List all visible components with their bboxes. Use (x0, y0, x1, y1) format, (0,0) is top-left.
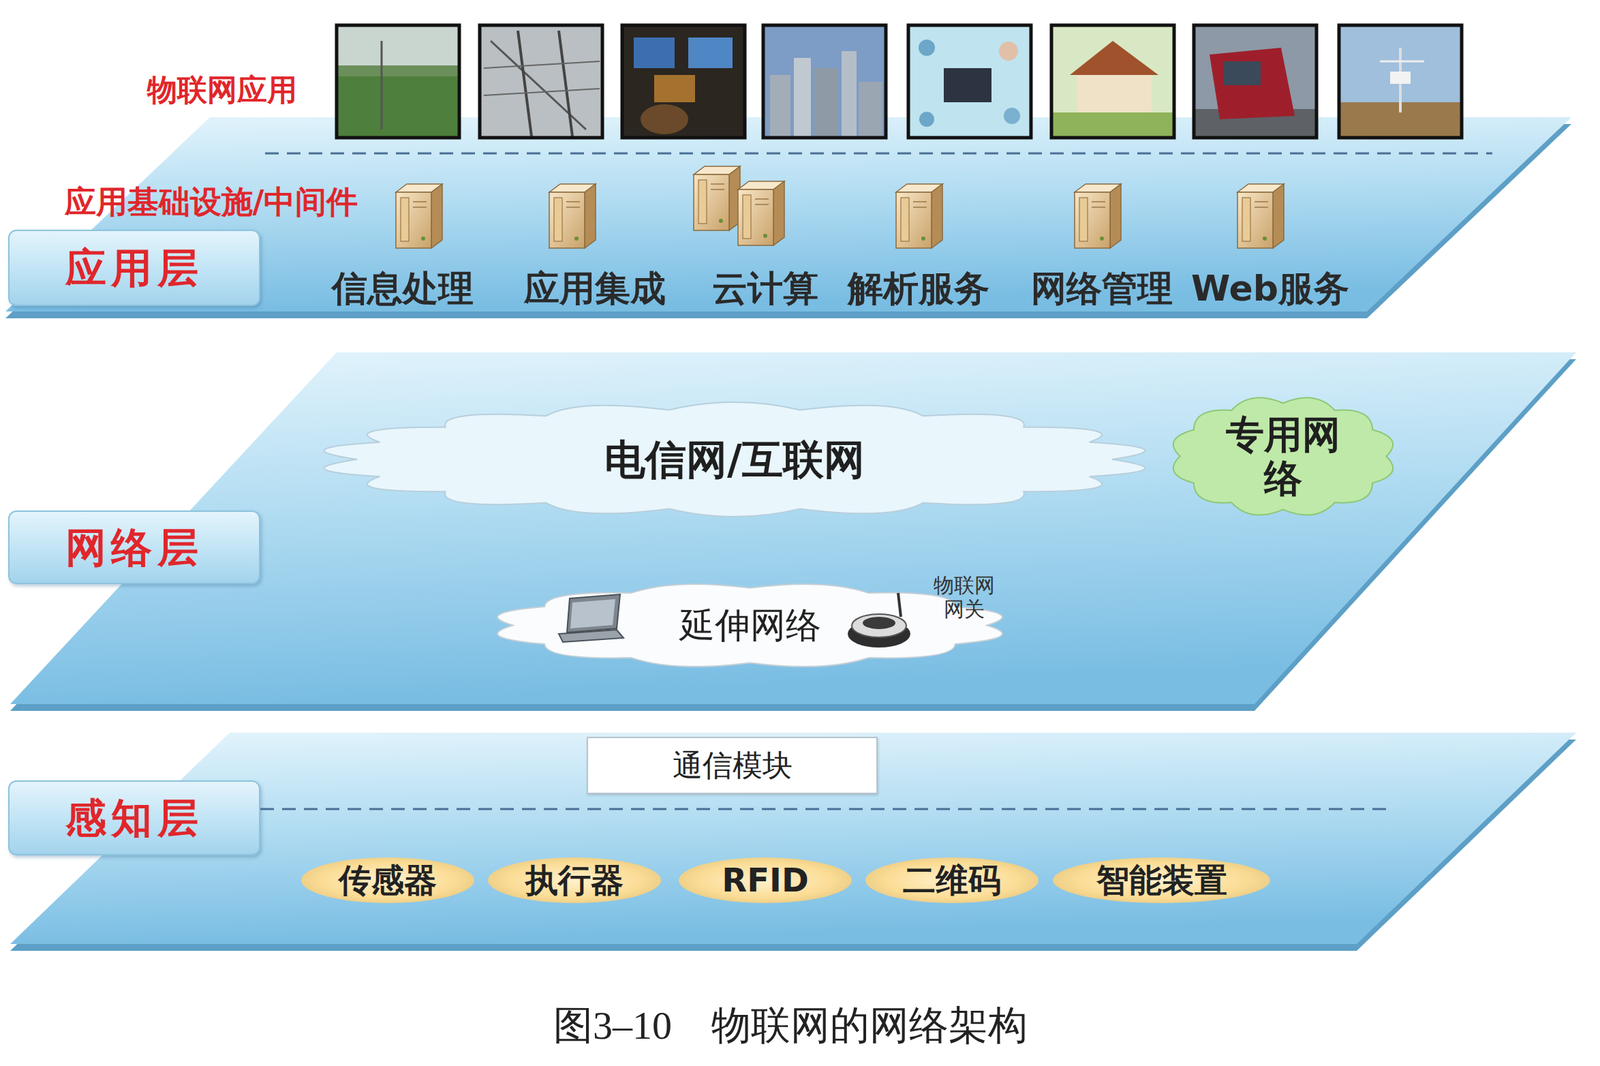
device-pill: 传感器 (301, 857, 475, 903)
service-label: 网络管理 (1031, 268, 1173, 310)
device-pill: 执行器 (487, 857, 661, 903)
server-icon (1074, 183, 1121, 249)
device-pill: 二维码 (865, 857, 1039, 903)
server-icon (896, 183, 943, 249)
photo-control-room (622, 25, 745, 138)
node-text: 智能装置 (1096, 861, 1228, 899)
photo-power-grid (479, 25, 603, 138)
dashed-divider (260, 808, 1391, 811)
photo-weather-station (1339, 25, 1462, 138)
gateway-label: 物联网 网关 (930, 573, 999, 621)
layer-label-box: 感知层 (8, 780, 261, 856)
application-plane (5, 117, 1572, 312)
service-label: 应用集成 (524, 268, 666, 310)
node-text: 专用网络 (1220, 412, 1347, 501)
server-icon (549, 183, 596, 249)
node-text: 通信模块 (672, 748, 793, 783)
node-text: 电信网/互联网 (604, 436, 865, 484)
layer-label-box: 应用层 (8, 229, 261, 306)
node-text: 二维码 (902, 861, 1002, 899)
section-label: 应用基础设施/中间件 (64, 183, 359, 221)
server-icon (693, 166, 741, 231)
node-text: RFID (721, 861, 809, 899)
service-label: 解析服务 (847, 268, 990, 310)
photo-healthcare (908, 25, 1032, 138)
service-label: 信息处理 (331, 268, 474, 310)
photo-smart-home (1051, 25, 1175, 138)
private-network-cloud: 专用网络 (1163, 380, 1404, 533)
network-cloud: 电信网/互联网 (295, 387, 1174, 531)
service-label: 云计算 (712, 268, 819, 310)
photo-truck (1193, 25, 1317, 138)
photo-city (763, 25, 886, 138)
cloud-shape (1173, 397, 1393, 516)
server-icon (737, 181, 785, 246)
dashed-divider (265, 152, 1493, 155)
node-text: 传感器 (338, 861, 437, 899)
cloud-shape (324, 402, 1146, 517)
device-pill: 智能装置 (1052, 857, 1271, 903)
photo-field (336, 25, 460, 138)
node-text: 延伸网络 (679, 605, 822, 646)
service-label: Web服务 (1191, 268, 1350, 310)
node-text: 感知层 (65, 794, 204, 842)
layer-label-box: 网络层 (8, 510, 261, 584)
cloud-shape (497, 583, 1003, 667)
module-box: 通信模块 (586, 736, 878, 794)
server-icon (395, 183, 443, 249)
node-text: 网络层 (65, 524, 204, 572)
device-pill: RFID (678, 857, 852, 903)
figure-caption: 图3–10 物联网的网络架构 (553, 998, 1028, 1053)
node-text: 执行器 (525, 861, 624, 899)
server-icon (1237, 183, 1284, 249)
node-text: 应用层 (65, 244, 204, 292)
section-label: 物联网应用 (147, 72, 298, 108)
